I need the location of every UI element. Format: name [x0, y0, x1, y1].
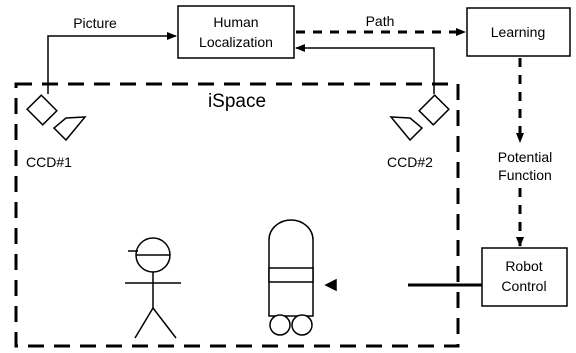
ispace-boundary [14, 82, 460, 348]
human-localization-node: Human Localization [177, 5, 295, 59]
ccd1-camera-icon [26, 94, 87, 142]
picture-arrow [47, 32, 177, 94]
human-figure-icon [125, 237, 181, 339]
ispace-label: iSpace [208, 91, 266, 112]
robot-control-node: Robot Control [481, 247, 568, 307]
learning-node: Learning [466, 7, 571, 57]
human-localization-line1: Human [213, 14, 258, 30]
ccd2-arrow [295, 44, 435, 94]
ccd2-label: CCD#2 [387, 154, 433, 170]
ccd1-label: CCD#1 [26, 154, 72, 170]
ccd2-camera-icon [389, 94, 450, 142]
robot-figure-icon [268, 219, 337, 336]
robot-control-line2: Control [501, 278, 546, 294]
potential-function-line2: Function [498, 167, 552, 183]
robot-control-line1: Robot [505, 258, 542, 274]
potential-function-line1: Potential [498, 149, 552, 165]
picture-label: Picture [73, 15, 117, 31]
path-label: Path [366, 13, 395, 29]
human-localization-line2: Localization [199, 34, 273, 50]
learning-label: Learning [491, 24, 546, 40]
